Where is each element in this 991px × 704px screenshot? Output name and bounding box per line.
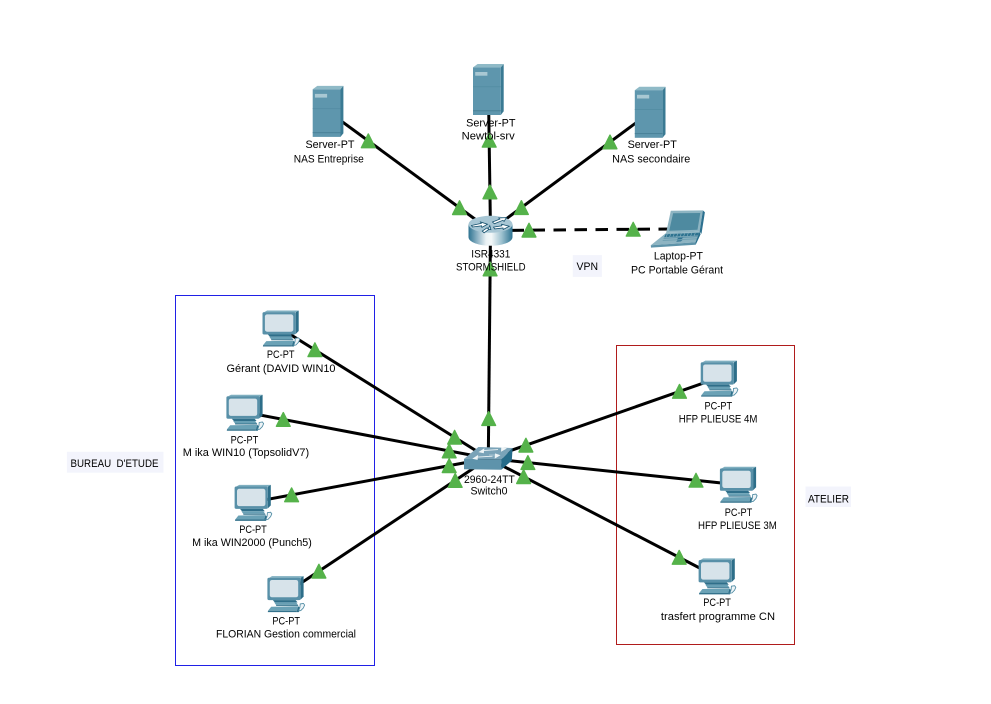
svg-text:Server-PT: Server-PT [628, 139, 677, 151]
svg-text:ATELIER: ATELIER [808, 493, 849, 505]
svg-text:M ika WIN2000 (Punch5): M ika WIN2000 (Punch5) [192, 537, 312, 549]
svg-text:STORMSHIELD: STORMSHIELD [456, 262, 526, 274]
svg-text:trasfert programme CN: trasfert programme CN [661, 611, 775, 623]
svg-text:PC-PT: PC-PT [703, 597, 731, 609]
svg-text:Newtol-srv: Newtol-srv [462, 130, 516, 142]
svg-text:NAS Entreprise: NAS Entreprise [294, 153, 364, 165]
svg-text:Server-PT: Server-PT [466, 118, 516, 130]
svg-text:Switch0: Switch0 [471, 486, 508, 498]
svg-text:PC Portable Gérant: PC Portable Gérant [631, 264, 723, 276]
svg-text:HFP PLIEUSE 4M: HFP PLIEUSE 4M [679, 413, 758, 425]
svg-text:FLORIAN Gestion commercial: FLORIAN Gestion commercial [216, 629, 356, 641]
svg-text:NAS secondaire: NAS secondaire [612, 154, 690, 166]
svg-text:Gérant (DAVID WIN10: Gérant (DAVID WIN10 [227, 363, 336, 375]
svg-text:VPN: VPN [577, 261, 599, 273]
svg-text:ISR4331: ISR4331 [471, 248, 510, 260]
svg-text:BUREAU D'ETUDE: BUREAU D'ETUDE [71, 458, 159, 470]
svg-text:PC-PT: PC-PT [267, 349, 295, 361]
svg-text:PC-PT: PC-PT [239, 524, 267, 536]
svg-text:PC-PT: PC-PT [272, 615, 300, 627]
svg-text:Server-PT: Server-PT [306, 139, 355, 151]
svg-text:M ika WIN10 (TopsolidV7): M ika WIN10 (TopsolidV7) [183, 447, 309, 459]
svg-text:PC-PT: PC-PT [705, 400, 733, 412]
svg-text:Laptop-PT: Laptop-PT [654, 250, 703, 262]
svg-text:HFP PLIEUSE 3M: HFP PLIEUSE 3M [698, 520, 777, 532]
svg-text:2960-24TT: 2960-24TT [464, 474, 515, 486]
svg-text:PC-PT: PC-PT [725, 507, 753, 519]
svg-text:PC-PT: PC-PT [231, 434, 259, 446]
